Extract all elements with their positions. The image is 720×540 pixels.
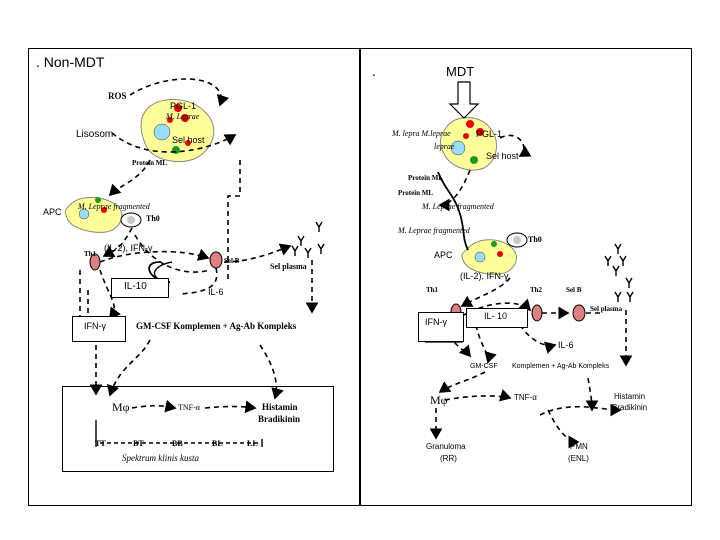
pmn-label: PMN [570,442,588,451]
sel-host-label-right: Sel host [486,151,519,161]
mleprae-label-left: M. Leprae [166,112,200,121]
rr-label: (RR) [440,454,457,463]
il2-ifn-label-left: (IL-2), IFN-γ [104,243,153,253]
spektrum-klinis-label: Spektrum klinis kusta [122,453,199,463]
lisosom-label: Lisosom [76,129,114,140]
spectrum-bt: BT [133,439,144,448]
selb-label-left: Sel B [224,257,240,265]
mdt-dot: . [372,63,376,79]
host-cell-right [439,117,498,171]
il10-box-left [111,278,169,298]
pgl1-label-right: PGL-1 [476,129,503,139]
spectrum-tt: TT [95,439,106,448]
il10-label-right: IL- 10 [484,311,508,321]
ifn-box-left [72,316,126,342]
il2-ifn-label-right: (IL-2), IFN-γ [460,271,509,281]
non-mdt-panel [28,48,360,506]
protein-ml-label-right-2: Protein ML [398,189,434,197]
sel-plasma-label-left: Sel plasma [270,262,307,271]
mleprae-sub-label-right: leprae [434,142,455,151]
apc-label-left: APC [43,207,62,217]
apc-cell-right [461,239,517,275]
histamin-label-right: Histamin [614,392,646,401]
spectrum-bb: BB [172,439,183,448]
sel-plasma-label-right: Sel plasma [590,305,623,313]
th2-cell-right [531,304,543,322]
mdt-title: MDT [446,64,475,79]
th0-label-left: Th0 [146,214,160,223]
th0-cell-left [120,212,142,228]
histamin-label-left: Histamin [262,402,298,412]
tnf-label-right: TNF-α [514,393,537,402]
spectrum-bar [95,439,263,447]
granuloma-label: Granuloma [426,442,466,451]
mo-label-left: Mφ [112,400,130,414]
bradikinin-label-right: Bradikinin [612,403,648,412]
mleprae-label-right: M. lepra M.leprae [392,129,451,138]
non-mdt-title: . Non-MDT [36,54,105,70]
sel-host-label-left: Sel host [172,135,205,145]
komplemen-label-right: Komplemen + Ag-Ab Kompleks [512,363,610,370]
th1-label-right: Th1 [426,286,439,294]
enl-label: (ENL) [568,454,589,463]
th1-label-left: Th1 [84,250,97,258]
ros-label: ROS [108,91,127,101]
il6-label-left: IL-6 [208,287,224,297]
mdt-panel [360,48,692,506]
protein-ml-label-right-1: Protein ML [408,174,444,182]
ifn-box-right [418,312,464,342]
th2-label-right: Th2 [530,286,543,294]
spectrum-ll: LL [247,439,258,448]
selb-cell-right [572,304,586,322]
pgl1-label-left: PGL-1 [170,101,197,111]
th0-cell-right [506,232,528,248]
mdt-arrow [448,81,480,119]
gmcsf-komplemen-label-left: GM-CSF Komplemen + Ag-Ab Kompleks [136,321,297,331]
gmcsf-label-right: GM-CSF [470,363,498,370]
ifn-label-left: IFN-γ [84,321,106,331]
ifn-label-right: IFN-γ [425,317,447,327]
il10-box-right [466,308,528,328]
il10-label-left: IL-10 [124,281,147,292]
host-cell-left [140,98,215,162]
apc-label-right: APC [434,250,453,260]
spectrum-bl: BL [212,439,223,448]
il6-label-right: IL-6 [558,340,574,350]
selb-cell-left [209,251,223,269]
mleprae-frag-label-right-2: M. Leprae fragmented [398,226,470,235]
antibodies-left [291,221,325,258]
apc-cell-left [64,197,123,233]
protein-ml-label-left: Protein ML [132,159,168,167]
tnf-label-left: TNF-α [178,403,200,412]
spectrum-box [62,386,334,472]
selb-label-right: Sel B [566,286,582,294]
mleprae-frag-label-right-1: M. Leprae fragmented [422,202,494,211]
bradikinin-label-left: Bradikinin [258,414,301,424]
mleprae-frag-label-left: M. Leprae fragmented [78,202,150,211]
th0-label-right: Th0 [528,235,542,244]
antibodies-right [604,243,634,302]
mo-label-right: Mφ [430,393,448,407]
